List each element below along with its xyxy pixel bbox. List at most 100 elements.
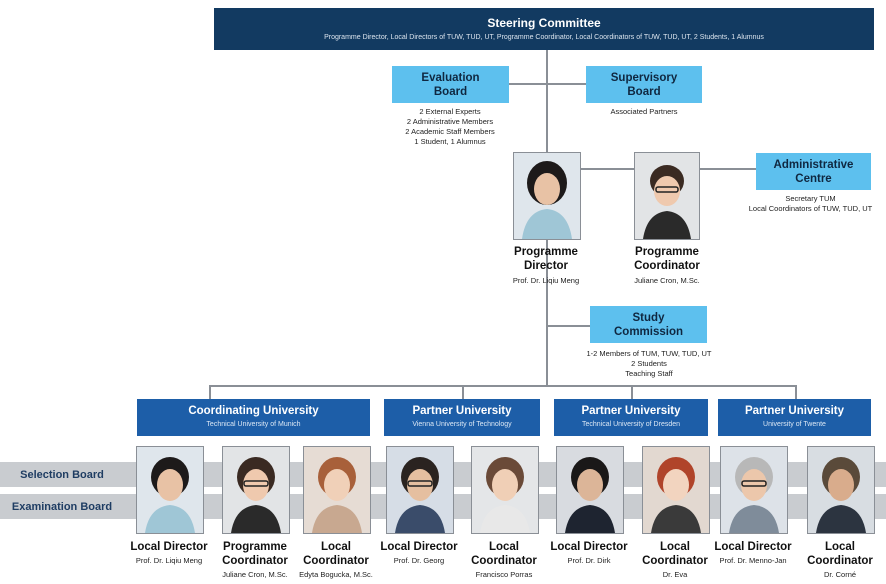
person-role: Local Director (380, 541, 458, 553)
person-photo-man-glasses (386, 446, 454, 534)
person-photo-icon (472, 447, 538, 533)
supervisory-board-title: Supervisory Board (610, 71, 678, 98)
person-name: Prof. Dr. Liqiu Meng (135, 556, 203, 565)
person-name: Juliane Cron, M.Sc. (222, 570, 288, 579)
person-photo-woman-red-hair (642, 446, 710, 534)
person-role: Local Coordinator (303, 541, 369, 567)
evaluation-board-title: Evaluation Board (421, 71, 480, 98)
evaluation-line: 2 Administrative Members (406, 117, 494, 126)
programme-coordinator-role: Programme Coordinator (634, 246, 700, 272)
person-name: Dr. Eva (662, 570, 688, 579)
administrative-line: Local Coordinators of TUW, TUD, UT (748, 204, 873, 213)
connector-study (546, 325, 590, 327)
study-line: Teaching Staff (625, 369, 673, 378)
person-role: Local Coordinator (807, 541, 873, 567)
person-role: Local Director (550, 541, 628, 553)
person-name: Prof. Dr. Menno-Jan (719, 556, 787, 565)
steering-committee-title: Steering Committee (487, 16, 601, 30)
administrative-centre-box: Administrative Centre (756, 153, 871, 190)
person-role: Local Director (130, 541, 208, 553)
person-photo-woman-dark-hair (136, 446, 204, 534)
study-line: 2 Students (631, 359, 667, 368)
connector-admin (698, 168, 756, 170)
administrative-centre-members: Secretary TUM Local Coordinators of TUW,… (735, 194, 886, 214)
person-photo-man-short-hair (807, 446, 875, 534)
person-name: Dr. Corné (823, 570, 857, 579)
university-box-twente: Partner University University of Twente (718, 399, 871, 436)
administrative-centre-title: Administrative Centre (773, 158, 854, 185)
supervisory-board-box: Supervisory Board (586, 66, 702, 103)
evaluation-board-box: Evaluation Board (392, 66, 509, 103)
person-photo-icon (137, 447, 203, 533)
person-name: Prof. Dr. Georg (393, 556, 445, 565)
evaluation-line: 2 External Experts (419, 107, 481, 116)
person-photo-icon (223, 447, 289, 533)
drop-univ-2 (462, 385, 464, 399)
programme-director-role: Programme Director (514, 246, 578, 272)
evaluation-line: 1 Student, 1 Alumnus (414, 137, 486, 146)
supervisory-board-members: Associated Partners (586, 107, 702, 117)
study-commission-title: Study Commission (613, 311, 683, 338)
steering-committee-box: Steering Committee Programme Director, L… (214, 8, 874, 50)
university-title: Partner University (744, 405, 845, 417)
drop-univ-4 (795, 385, 797, 399)
university-subtitle: Vienna University of Technology (412, 421, 512, 428)
person-photo-woman-glasses (222, 446, 290, 534)
person-role: Local Coordinator (471, 541, 537, 567)
person-role: Local Director (714, 541, 792, 553)
programme-coordinator-name: Juliane Cron, M.Sc. (634, 276, 700, 285)
university-box-vienna: Partner University Vienna University of … (384, 399, 540, 436)
university-title: Partner University (412, 405, 512, 417)
programme-director-name: Prof. Dr. Liqiu Meng (512, 276, 580, 285)
person-photo-icon (304, 447, 370, 533)
evaluation-line: 2 Academic Staff Members (405, 127, 495, 136)
university-title: Coordinating University (188, 405, 319, 417)
person-photo-icon (514, 153, 580, 239)
person-name: Edyta Bogucka, M.Sc. (299, 570, 373, 579)
drop-univ-3 (631, 385, 633, 399)
study-commission-box: Study Commission (590, 306, 707, 343)
person-photo-icon (635, 153, 699, 239)
person-photo-man-grey-hair (720, 446, 788, 534)
connector-universities (209, 385, 795, 387)
university-title: Partner University (581, 405, 681, 417)
selection-board-label: Selection Board (20, 469, 104, 481)
person-photo-icon (643, 447, 709, 533)
person-photo-man-dark-hair (556, 446, 624, 534)
person-name: Prof. Dr. Dirk (567, 556, 611, 565)
supervisory-line: Associated Partners (610, 107, 678, 116)
university-subtitle: University of Twente (763, 421, 826, 428)
drop-univ-1 (209, 385, 211, 399)
university-box-munich: Coordinating University Technical Univer… (137, 399, 370, 436)
person-photo-icon (721, 447, 787, 533)
person-photo-icon (387, 447, 453, 533)
person-photo-woman-long-hair (303, 446, 371, 534)
study-commission-members: 1-2 Members of TUM, TUW, TUD, UT 2 Stude… (568, 349, 730, 379)
programme-coordinator-photo (634, 152, 700, 240)
steering-committee-subtitle: Programme Director, Local Directors of T… (324, 34, 764, 41)
examination-board-label: Examination Board (11, 501, 113, 513)
person-role: Programme Coordinator (222, 541, 288, 567)
programme-director-label: Programme Director Prof. Dr. Liqiu Meng (496, 245, 596, 286)
person-photo-icon (557, 447, 623, 533)
study-line: 1-2 Members of TUM, TUW, TUD, UT (586, 349, 712, 358)
programme-coordinator-label: Programme Coordinator Juliane Cron, M.Sc… (617, 245, 717, 286)
university-subtitle: Technical University of Munich (206, 421, 301, 428)
person-photo-icon (808, 447, 874, 533)
person-name: Francisco Porras (475, 570, 533, 579)
university-box-dresden: Partner University Technical University … (554, 399, 708, 436)
university-subtitle: Technical University of Dresden (581, 421, 681, 428)
evaluation-board-members: 2 External Experts 2 Administrative Memb… (380, 107, 520, 147)
connector-boards (508, 83, 586, 85)
person-role: Local Coordinator (642, 541, 708, 567)
administrative-line: Secretary TUM (785, 194, 836, 203)
